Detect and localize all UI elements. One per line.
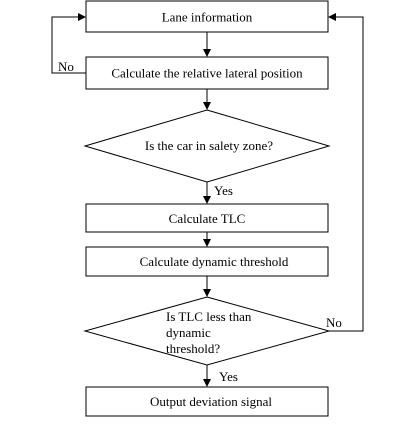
tlc-question-line-1: Is TLC less than xyxy=(166,309,252,324)
tlc-yes-label: Yes xyxy=(219,369,238,384)
calculate-tlc-label: Calculate TLC xyxy=(169,211,246,226)
safety-yes-label: Yes xyxy=(214,183,233,198)
tlc-no-label: No xyxy=(326,315,342,330)
calculate-position-box xyxy=(85,56,329,90)
tlc-question-line-3: threshold? xyxy=(166,341,220,356)
safety-zone-question-label: Is the car in salety zone? xyxy=(145,138,273,153)
lane-information-label: Lane information xyxy=(162,10,253,25)
output-signal-box xyxy=(85,386,329,417)
arrow-no-loop-right xyxy=(328,13,364,332)
calculate-threshold-box xyxy=(85,246,329,277)
calculate-position-label: Calculate the relative lateral position xyxy=(111,66,303,81)
safety-no-label: No xyxy=(58,59,74,74)
output-signal-label: Output deviation signal xyxy=(150,394,272,409)
calculate-threshold-label: Calculate dynamic threshold xyxy=(140,254,289,269)
lane-information-box xyxy=(85,0,329,33)
calculate-tlc-box xyxy=(85,203,329,233)
tlc-question-line-2: dynamic xyxy=(166,325,211,340)
arrow-no-loop-left xyxy=(51,13,86,74)
